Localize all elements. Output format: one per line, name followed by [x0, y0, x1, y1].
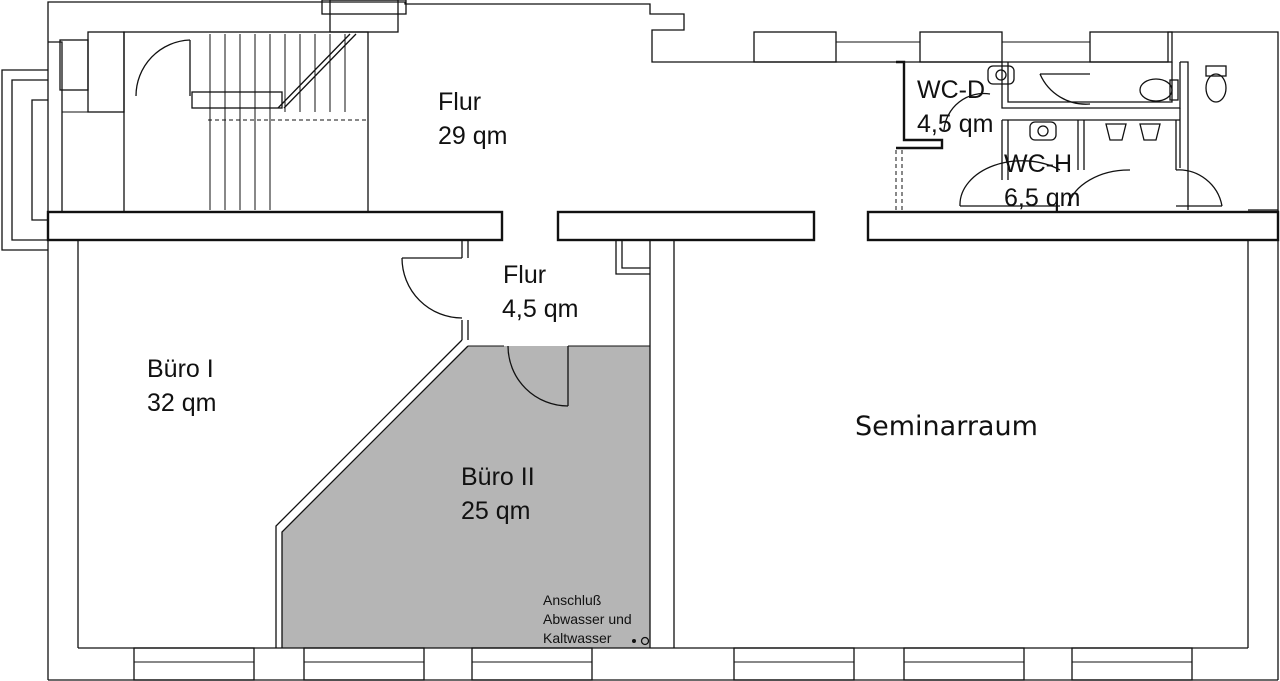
note-line-1: Anschluß [543, 592, 601, 608]
note-line-2: Abwasser und [543, 611, 632, 627]
buero-2-highlight [282, 346, 650, 648]
buero-2-name: Büro II [461, 463, 535, 491]
flur-small-area: 4,5 qm [502, 295, 578, 323]
doors [401, 257, 569, 407]
wc-d-name: WC-D [917, 76, 985, 104]
note-line-3: Kaltwasser [543, 630, 612, 646]
flur-main-name: Flur [438, 88, 481, 116]
staircase [123, 31, 369, 213]
wc-block [895, 60, 1227, 210]
water-connection-icon [632, 636, 650, 646]
wc-h-name: WC-H [1004, 150, 1072, 178]
corridor-walls [46, 210, 1280, 242]
flur-main-area: 29 qm [438, 122, 507, 150]
flur-small-name: Flur [503, 261, 546, 289]
buero-1-name: Büro I [147, 355, 214, 383]
partition-walls [275, 239, 1248, 648]
wc-d-area: 4,5 qm [917, 110, 993, 138]
wc-h-area: 6,5 qm [1004, 184, 1080, 212]
buero-1-area: 32 qm [147, 389, 216, 417]
bottom-windows [133, 647, 1193, 681]
seminar-name: Seminarraum [855, 411, 1038, 442]
buero-2-area: 25 qm [461, 497, 530, 525]
